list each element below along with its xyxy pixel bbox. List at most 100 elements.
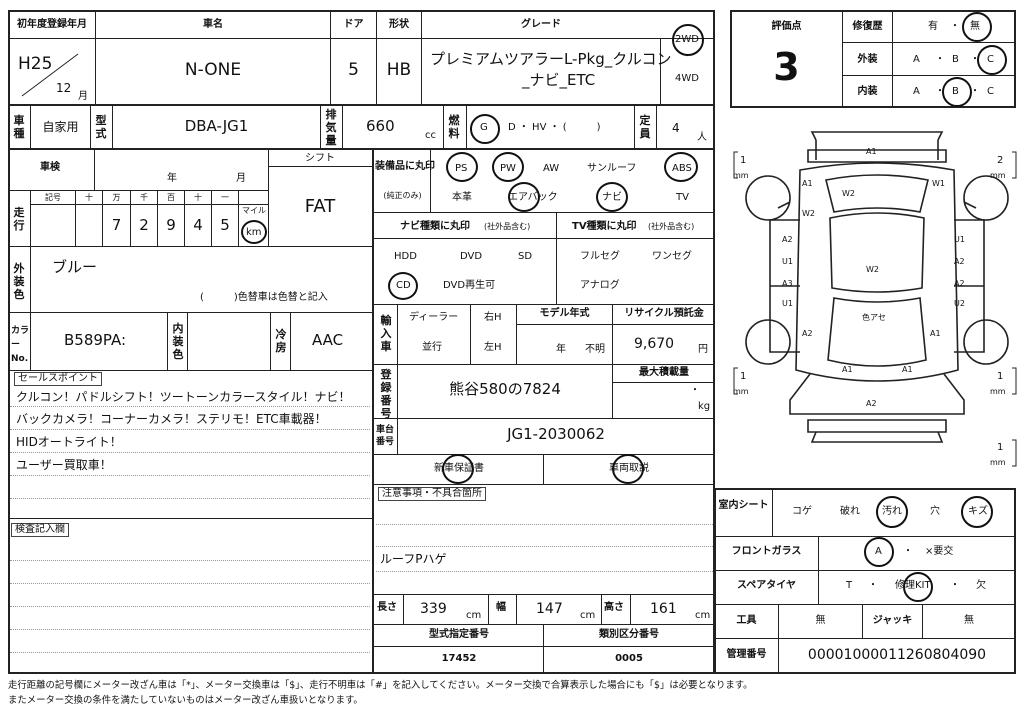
circle-mark-pw <box>492 152 524 182</box>
car-name: N-ONE <box>184 60 242 80</box>
dmg-a1-bottom-2: A1 <box>902 365 913 374</box>
exterior-color: ブルー <box>52 258 98 276</box>
drive-4wd: 4WD <box>675 73 699 84</box>
dmg-a2-right-2: A2 <box>954 279 965 288</box>
spare-t: T <box>846 580 853 591</box>
reg-year: H25 <box>18 54 53 74</box>
displacement: 660 <box>366 117 395 135</box>
equip-tv: TV <box>676 192 689 203</box>
grade-line-2: _ナビ_ETC <box>522 71 596 89</box>
navi-dvd-play: DVD再生可 <box>443 280 496 291</box>
spare-dot-1: ・ <box>868 580 878 591</box>
evaluation-box <box>730 10 1016 108</box>
dmg-w2-left: W2 <box>842 189 855 198</box>
length-label: 長さ <box>377 602 397 613</box>
repair-yes: 有 <box>928 21 938 32</box>
management-no-label: 管理番号 <box>726 649 767 660</box>
mm-bottom: mm <box>990 458 1006 467</box>
windshield-replace: ×要交 <box>925 546 954 557</box>
inspection-year: 年 <box>167 173 177 184</box>
mileage-label: 走行 <box>13 206 25 232</box>
color-number: B589PA: <box>64 331 127 349</box>
seat-burn: コゲ <box>792 506 812 517</box>
circle-mark-repair-no <box>962 12 992 42</box>
equipment-label: 装備品に丸印 <box>375 161 435 172</box>
equipment-sub: (純正のみ) <box>383 191 422 200</box>
max-load-dot: ・ <box>690 385 700 396</box>
displacement-label: 排気量 <box>325 108 337 147</box>
navi-sd: SD <box>518 251 533 262</box>
import-left-h: 左H <box>484 342 502 353</box>
circle-mark-scratch <box>961 496 993 528</box>
car-damage-diagram <box>733 131 1017 467</box>
repair-history-label: 修復歴 <box>852 21 883 32</box>
tool-label: 工具 <box>736 615 757 626</box>
car-name-label: 車名 <box>203 19 223 30</box>
reg-year-label: 初年度登録年月 <box>17 19 87 30</box>
model: DBA-JG1 <box>184 117 249 135</box>
score-label: 評価点 <box>771 21 802 32</box>
height-label: 高さ <box>604 602 624 613</box>
ac-type: AAC <box>312 331 344 349</box>
tv-oneseg: ワンセグ <box>652 251 692 262</box>
reg-month: 12 <box>56 81 72 95</box>
jack-value: 無 <box>964 615 974 626</box>
dmg-a2-right: A2 <box>954 257 965 266</box>
inspection-label: 車検 <box>40 162 60 173</box>
cc-unit: cc <box>425 130 436 141</box>
mileage-digit-2: 2 <box>139 216 149 234</box>
interior-c: C <box>987 86 994 97</box>
digit-label-2: 千 <box>140 193 148 202</box>
digit-label-1: 万 <box>112 193 121 202</box>
circle-mark-repair-kit <box>903 572 933 602</box>
exterior-color-label: 外装色 <box>13 262 25 301</box>
category-number: 0005 <box>615 653 643 664</box>
door-label: ドア <box>343 19 364 30</box>
score-value: 3 <box>773 45 800 89</box>
dmg-a1-bottom-1: A1 <box>842 365 853 374</box>
dmg-w1-right: W1 <box>932 179 945 188</box>
interior-box <box>714 488 1016 674</box>
navi-type-label: ナビ種類に丸印 <box>400 221 470 232</box>
circle-mark-cd <box>388 272 418 300</box>
dmg-a1-left-top: A1 <box>802 179 813 188</box>
dmg-a2-bottom: A2 <box>866 399 877 408</box>
door-count: 5 <box>348 60 359 80</box>
equip-sunroof: サンルーフ <box>587 163 637 174</box>
mileage-digit-3: 9 <box>166 216 176 234</box>
digit-label-3: 百 <box>167 193 175 202</box>
tv-fullseg: フルセグ <box>580 251 620 262</box>
recycle-label: リサイクル預託金 <box>624 308 704 319</box>
mm-br: mm <box>990 387 1006 396</box>
navi-hdd: HDD <box>394 251 417 262</box>
exterior-a: A <box>913 54 920 65</box>
color-change-note: ( )色替車は色替と記入 <box>200 292 328 303</box>
max-load-label: 最大積載量 <box>639 367 689 378</box>
usage: 自家用 <box>42 120 79 134</box>
dmg-u1-right: U1 <box>954 235 965 244</box>
spare-none: 欠 <box>976 580 986 591</box>
windshield-label: フロントガラス <box>731 546 802 557</box>
drive-dot: ・ <box>682 51 692 62</box>
spare-tire-label: スペアタイヤ <box>737 580 796 591</box>
digit-label-5: 一 <box>221 193 229 202</box>
seat-hole: 穴 <box>930 506 940 517</box>
interior-grade-label: 内装 <box>857 86 878 97</box>
grade-line-1: プレミアムツアラーL-Pkg_クルコン <box>430 50 672 68</box>
bracket-1-tl: 1 <box>740 155 747 166</box>
circle-mark-navi <box>596 182 628 212</box>
digit-label-4: 十 <box>194 193 202 202</box>
footer-note-1: 走行距離の記号欄にメーター改ざん車は「*」、メーター交換車は「$」、走行不明車は… <box>8 680 753 691</box>
person-unit: 人 <box>697 132 707 143</box>
seat-tear: 破れ <box>840 506 860 517</box>
chassis-number: JG1-2030062 <box>507 425 605 443</box>
exterior-grade-label: 外装 <box>857 54 878 65</box>
import-parallel: 並行 <box>422 342 442 353</box>
grade-label: グレード <box>521 19 561 30</box>
color-no-label: カラーNo. <box>11 326 30 364</box>
footer-note-2: またメーター交換の条件を満たしていないものはメーター改ざん車扱いとなります。 <box>8 695 363 706</box>
mm-tl: mm <box>733 171 749 180</box>
mileage-sign-label: 記号 <box>45 193 61 202</box>
dmg-a1-top: A1 <box>866 147 877 156</box>
inspector-notes-label: 検査記入欄 <box>11 523 69 537</box>
